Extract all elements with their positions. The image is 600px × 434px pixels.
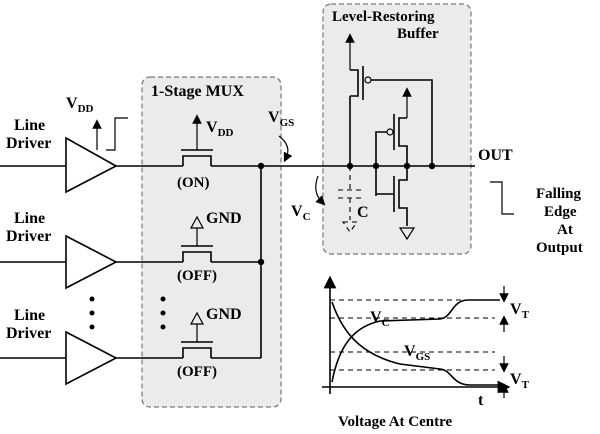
plot-t-label: t (478, 392, 484, 409)
plot-title: Voltage At Centre (338, 414, 452, 430)
buffer-triangle-1 (65, 136, 118, 194)
vgs-curve (331, 301, 500, 386)
gnd-label-1: GND (206, 210, 242, 227)
gnd-triangle-1 (189, 215, 205, 229)
state-on-label: (ON) (177, 175, 210, 191)
line-driver-1: Line Driver VDD (0, 95, 183, 194)
ellipsis-dots (89, 296, 166, 330)
line-driver-2: Line Driver (0, 210, 183, 290)
driver-1-label-line2: Driver (6, 135, 51, 152)
gnd-label-2: GND (206, 306, 242, 323)
timing-plot: VC VGS VT VT t Voltage At Centre (322, 275, 530, 430)
buffer-triangle-3 (65, 330, 118, 386)
plot-vgs-label: VGS (404, 343, 430, 363)
mux-transistor-on: VDD (ON) (177, 114, 234, 191)
driver-3-label-line2: Driver (6, 325, 51, 342)
plot-vc-label: VC (370, 309, 390, 329)
plot-vt-label-1: VT (510, 301, 530, 321)
line-driver-3: Line Driver (0, 307, 183, 386)
dashed-capacitor: C (338, 166, 369, 233)
driver-3-label-line1: Line (14, 307, 45, 324)
driver-1-label-line1: Line (14, 117, 45, 134)
feedback-pmos (345, 33, 433, 166)
falling-label-line4: Output (536, 240, 583, 256)
vc-label: VC (291, 203, 311, 223)
mux-title: 1-Stage MUX (151, 83, 244, 100)
plot-vt-label-2: VT (510, 371, 530, 391)
buffer-title-line1: Level-Restoring (332, 9, 435, 25)
gate-vdd-label: VDD (206, 119, 234, 139)
state-off-label-2: (OFF) (177, 364, 217, 380)
buffer-title-line2: Buffer (397, 26, 439, 42)
mux-box (141, 76, 282, 408)
driver-2-label-line2: Driver (6, 228, 51, 245)
buffer-triangle-2 (65, 234, 118, 290)
capacitor-label: C (357, 204, 369, 221)
rising-edge-symbol (106, 117, 128, 151)
mux-transistor-off-1: GND (OFF) (177, 210, 242, 284)
state-off-label-1: (OFF) (177, 268, 217, 284)
mux-transistor-off-2: GND (OFF) (177, 306, 242, 380)
driver-2-label-line1: Line (14, 210, 45, 227)
vgs-label: VGS (268, 109, 294, 129)
driver-vdd-label: VDD (66, 95, 94, 115)
vc-curve (331, 299, 500, 383)
buffer-box (322, 3, 472, 255)
inverter (372, 87, 436, 241)
falling-label-line2: Edge (544, 204, 577, 220)
falling-edge-symbol (490, 181, 514, 215)
falling-label-line1: Falling (536, 186, 582, 202)
falling-label-line3: At (557, 222, 573, 238)
out-label: OUT (478, 147, 513, 164)
gnd-triangle-2 (189, 311, 205, 325)
